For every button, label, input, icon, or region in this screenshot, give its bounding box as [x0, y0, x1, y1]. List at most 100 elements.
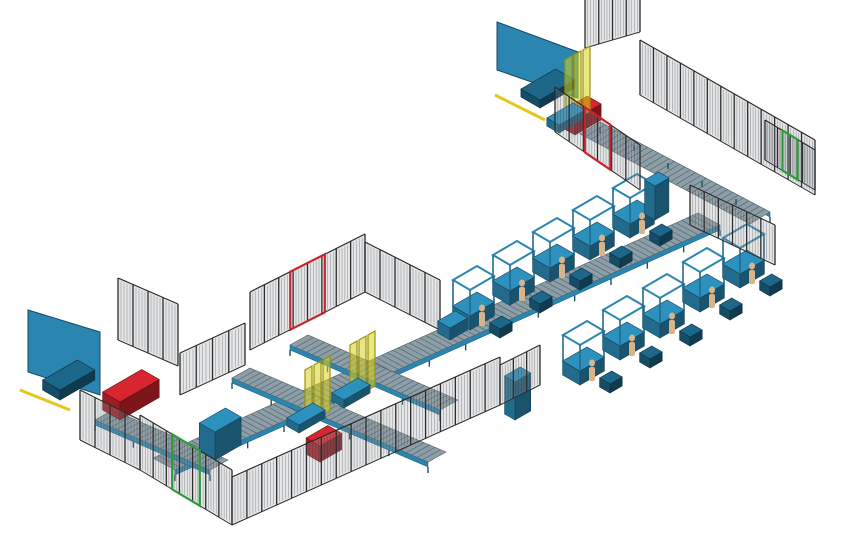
- workstation-front-2-bin-top-face: [639, 345, 663, 360]
- back-fence-layer: [117, 0, 816, 396]
- workstation-front-1-table: [561, 346, 606, 386]
- main-conveyor-roller: [376, 357, 399, 370]
- workstation-back-5-bin-top-face: [649, 223, 673, 238]
- workstation-back-1-worker-head: [479, 304, 485, 312]
- workstation-back-4-frame-top: [571, 194, 616, 222]
- workstation-back-2-worker-body: [519, 287, 525, 301]
- loading-base-top-top-face: [520, 68, 576, 101]
- main-conveyor-roller: [240, 418, 263, 432]
- fence-top-corner-door-frame: [781, 128, 799, 182]
- fence-middle-right-top-rail: [364, 241, 441, 281]
- workstation-back-3-frame-top: [531, 216, 576, 244]
- workstation-back-5: [611, 172, 673, 247]
- left-branch-conveyor-roller: [280, 388, 300, 400]
- workstation-front-1: [561, 319, 623, 394]
- main-conveyor-roller: [539, 283, 563, 297]
- yellow-frame-middle-base-top-face: [331, 377, 371, 401]
- middle-branch-conveyor-roller: [400, 382, 420, 394]
- left-branch-conveyor-roller: [378, 430, 398, 442]
- main-conveyor-roller: [430, 332, 454, 346]
- fence-top-back: [584, 0, 641, 49]
- workstation-front-3-bin: [679, 323, 703, 347]
- workstation-front-4-bin-top-face: [719, 297, 743, 312]
- yellow-frame-middle: [331, 329, 376, 409]
- workstation-front-3-worker-head: [669, 312, 675, 320]
- floor-marking-top: [494, 93, 546, 122]
- fence-top-right-long-bottom-rail: [639, 94, 816, 196]
- left-branch-conveyor-roller: [384, 432, 403, 444]
- top-conveyor-roller: [616, 141, 638, 155]
- workstation-front-2-bin: [639, 345, 663, 369]
- left-branch-conveyor-roller: [411, 444, 430, 456]
- top-conveyor-roller: [670, 169, 691, 183]
- left-cell-conveyor-roller: [171, 442, 190, 454]
- workstation-front-1-worker-body: [589, 367, 595, 381]
- workstation-back-3-worker-head: [559, 256, 565, 264]
- middle-branch-conveyor-roller: [328, 351, 348, 363]
- main-conveyor-roller: [381, 354, 405, 368]
- main-conveyor-roller: [637, 239, 661, 253]
- workstation-front-5-bin-top-face: [759, 273, 783, 288]
- workstation-front-2-table-top-face: [601, 321, 646, 347]
- fence-middle-back-door-frame: [289, 252, 326, 332]
- top-conveyor-roller: [707, 189, 728, 202]
- yellow-frame-left-upright: [322, 354, 331, 417]
- workstation-back-5-bin: [649, 223, 673, 247]
- workstation-back-2-bin-top-face: [529, 290, 553, 305]
- middle-branch-conveyor-roller: [395, 380, 414, 392]
- top-conveyor-roller: [691, 180, 712, 194]
- red-robot-cell-top-face: [101, 369, 160, 403]
- top-conveyor: [579, 121, 771, 225]
- workstation-front-4-table: [681, 273, 726, 313]
- workstation-front-1-bin: [599, 370, 623, 394]
- left-branch-conveyor-roller: [286, 390, 305, 402]
- left-cell-conveyor-roller: [165, 440, 185, 452]
- top-conveyor-roller: [664, 166, 686, 180]
- middle-branch-conveyor-roller: [406, 385, 425, 396]
- middle-branch-conveyor-roller: [306, 341, 325, 353]
- loading-base-left: [41, 359, 96, 401]
- fence-top-left: [554, 86, 641, 191]
- control-cabinet-top-left-face: [644, 179, 656, 221]
- workstation-back-4-worker-body: [599, 242, 605, 256]
- workstation-front-4-worker-head: [709, 286, 715, 294]
- left-branch-conveyor-roller: [406, 442, 425, 454]
- top-conveyor-roller: [643, 155, 664, 169]
- top-conveyor-roller: [696, 183, 718, 197]
- top-conveyor-roller: [733, 203, 755, 216]
- workstation-front-4-worker-body: [709, 294, 715, 308]
- workstation-front-1-frame-top: [561, 319, 606, 347]
- main-conveyor-roller: [550, 278, 574, 292]
- workstation-back-4-bin-top-face: [609, 245, 633, 260]
- main-conveyor-roller: [256, 411, 279, 424]
- workstation-back-4-bin: [609, 245, 633, 269]
- workstation-front-1-worker-head: [589, 359, 595, 367]
- fence-bottom-long: [231, 356, 501, 526]
- fence-top-corner: [764, 119, 816, 191]
- middle-branch-conveyor-roller: [312, 344, 331, 355]
- fence-left-back: [117, 277, 179, 367]
- main-conveyor-roller: [245, 415, 268, 429]
- workstation-back-1-bin: [489, 315, 513, 339]
- middle-branch-conveyor-roller: [428, 394, 448, 406]
- workstation-front-4-frame-top: [681, 246, 726, 274]
- main-conveyor-roller: [272, 403, 296, 417]
- fence-top-right-long: [639, 39, 816, 196]
- fence-left-inner-top-rail: [179, 322, 246, 354]
- fence-left-back-bottom-rail: [117, 339, 179, 367]
- workstation-front-2-table: [601, 321, 646, 361]
- yellow-frame-left-base-top-face: [286, 402, 326, 426]
- yellow-frame-top-upright: [582, 44, 591, 117]
- left-branch-conveyor-roller: [242, 372, 262, 384]
- floor-marking-left: [19, 388, 71, 412]
- main-conveyor-roller: [545, 281, 568, 294]
- workstation-front-4-bin: [719, 297, 743, 321]
- top-conveyor-roller: [654, 161, 675, 174]
- control-cabinet-main: [503, 366, 532, 421]
- fence-top-front-top-rail: [689, 184, 776, 226]
- workstation-front-3-bin-top-face: [679, 323, 703, 338]
- middle-branch-conveyor-roller: [300, 339, 320, 351]
- buffer-station-top-face: [437, 310, 469, 329]
- fence-top-right-long-top-rail: [639, 39, 816, 141]
- main-conveyor-roller: [403, 344, 426, 358]
